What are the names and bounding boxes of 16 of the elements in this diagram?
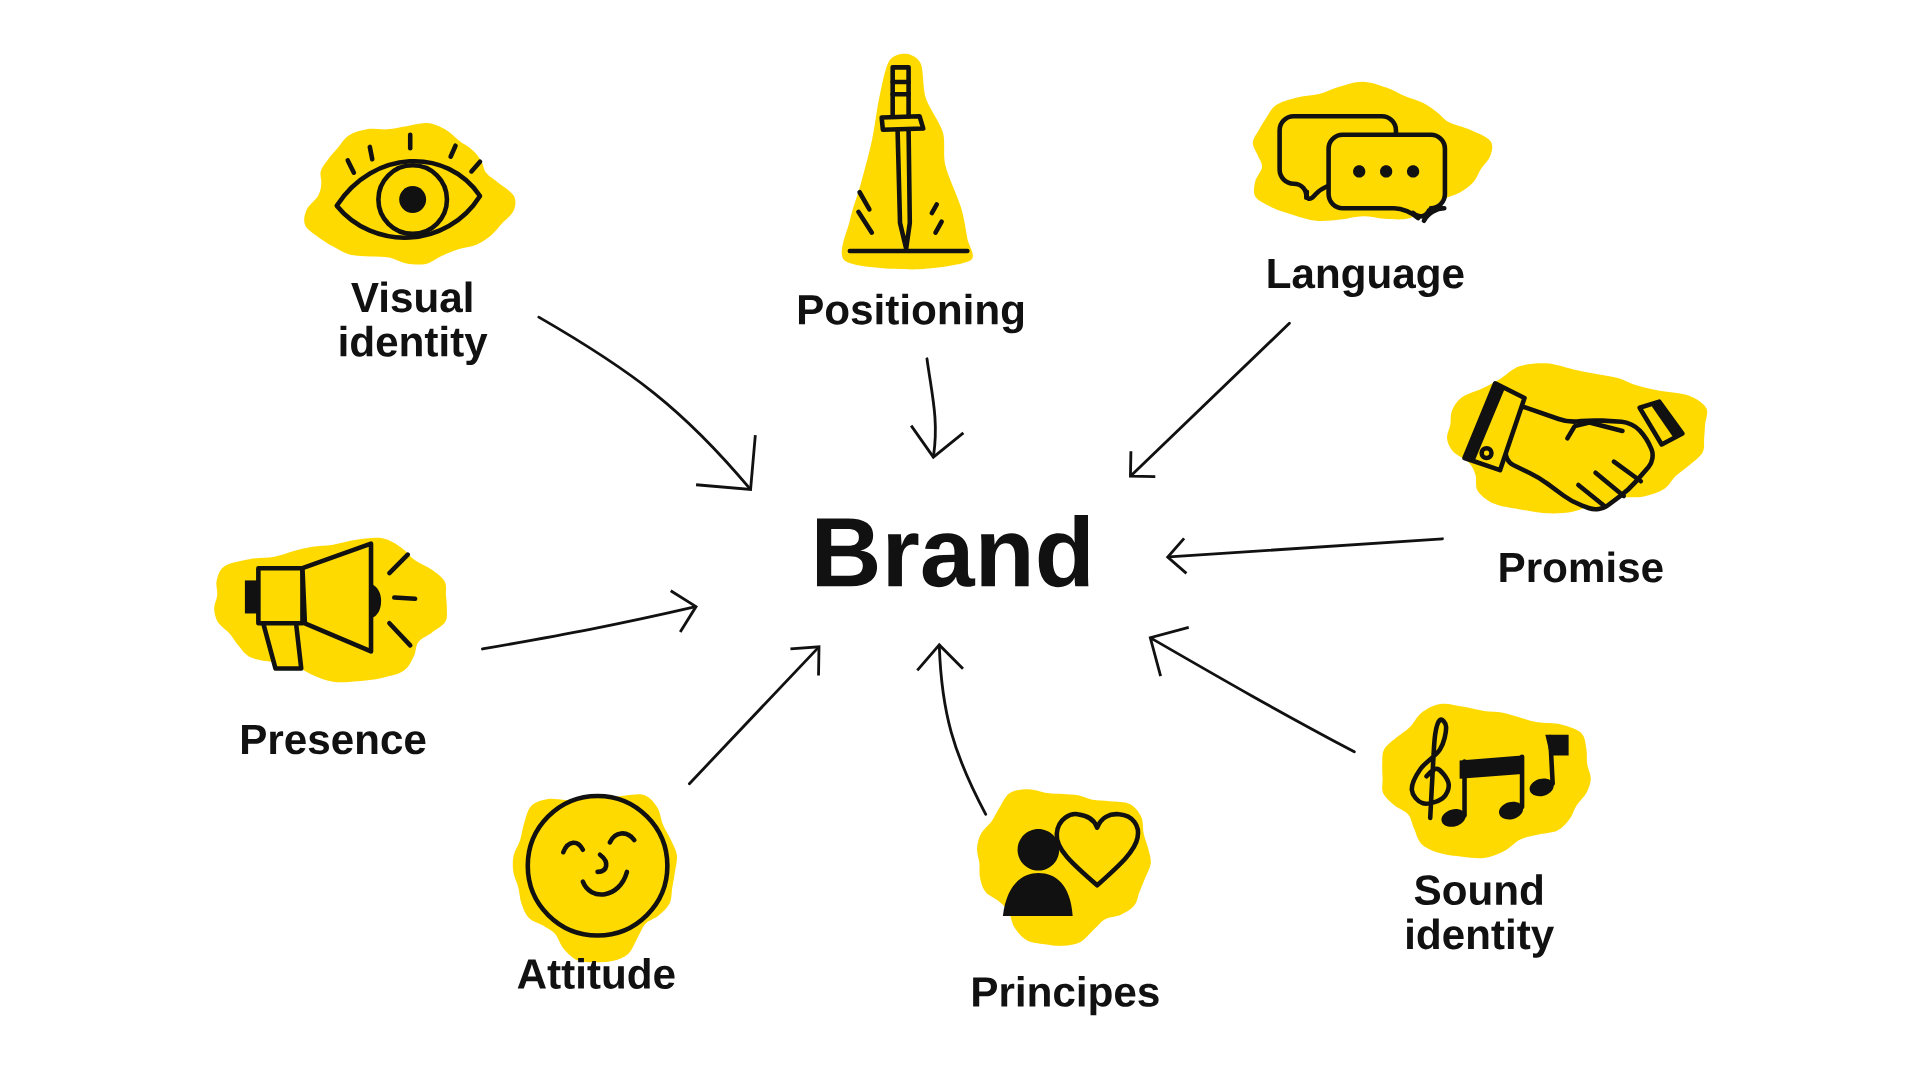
node-label: Promise xyxy=(1500,551,1663,583)
arrow xyxy=(688,645,821,786)
node-label: Principes xyxy=(973,975,1159,1016)
arrow xyxy=(916,642,988,816)
central-label: Brand xyxy=(817,514,1089,588)
arrow xyxy=(481,589,698,651)
arrow xyxy=(537,315,757,492)
node-label: Positioning xyxy=(799,293,1024,334)
node-label: Presence xyxy=(242,724,426,755)
arrow xyxy=(1148,626,1356,754)
arrow xyxy=(1129,321,1291,479)
node-label: Visual identity xyxy=(340,281,488,366)
node-label: Sound identity xyxy=(1407,874,1554,958)
node-label: Attitude xyxy=(517,958,675,989)
node-label: Language xyxy=(1268,259,1464,297)
arrow xyxy=(1165,537,1444,575)
